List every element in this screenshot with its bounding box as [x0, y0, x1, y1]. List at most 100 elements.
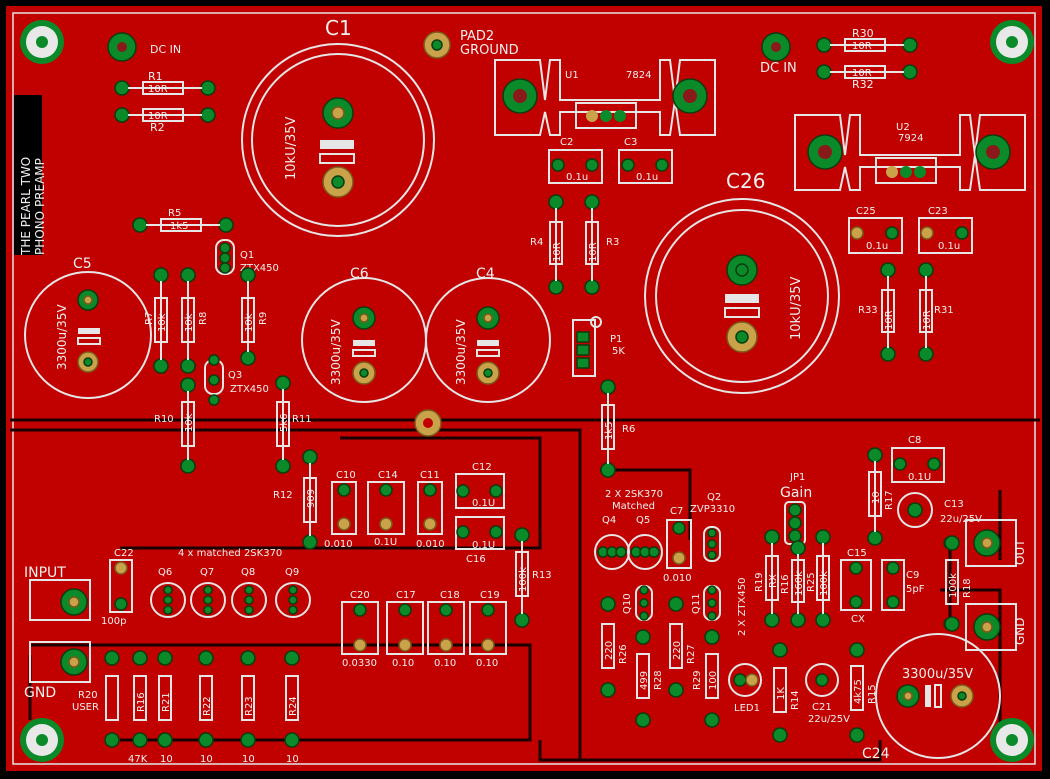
- svg-text:Q9: Q9: [285, 567, 299, 578]
- resistor-r5: R5 1k5: [132, 208, 234, 233]
- resistor-r8: R8 10k: [180, 267, 209, 374]
- svg-text:C23: C23: [928, 206, 948, 217]
- svg-text:ZVP3310: ZVP3310: [690, 504, 735, 515]
- capacitor-c21: C21 22u/25V: [805, 663, 850, 725]
- trace-2: [30, 643, 532, 742]
- svg-text:4k75: 4k75: [853, 679, 864, 704]
- svg-text:R31: R31: [934, 305, 954, 316]
- svg-text:0.10: 0.10: [434, 658, 456, 669]
- capacitor-c25: C25 0.1u: [848, 206, 903, 254]
- transistor-q8: Q8: [231, 567, 267, 618]
- svg-text:RX: RX: [768, 574, 779, 588]
- svg-text:1k5: 1k5: [604, 421, 615, 440]
- svg-text:10k: 10k: [184, 413, 195, 432]
- svg-text:R30: R30: [852, 27, 874, 40]
- svg-text:R16: R16: [780, 574, 791, 594]
- svg-text:C8: C8: [908, 435, 921, 446]
- svg-text:C6: C6: [350, 266, 369, 282]
- svg-text:Q7: Q7: [200, 567, 214, 578]
- trace-5: [538, 740, 882, 762]
- matched-jfet-pair: 2 X 2SK370 Matched Q2 ZVP3310: [605, 489, 735, 515]
- svg-text:10R: 10R: [852, 41, 872, 52]
- svg-text:160k: 160k: [794, 571, 805, 596]
- resistor-r29: R29 100: [692, 629, 720, 728]
- trimmer-p1: P1 5K: [572, 316, 625, 377]
- svg-text:R19: R19: [754, 572, 765, 592]
- svg-text:10R: 10R: [884, 310, 895, 330]
- resistor-r16b: R16 47K: [128, 650, 148, 765]
- title-line2: PHONO PREAMP: [33, 158, 47, 255]
- svg-text:10R: 10R: [148, 111, 168, 122]
- capacitor-c20: C20 0.0330: [341, 590, 379, 669]
- transistor-q2: [703, 526, 721, 562]
- svg-text:USER: USER: [72, 702, 99, 713]
- svg-text:220: 220: [604, 641, 615, 660]
- svg-text:C10: C10: [336, 470, 356, 481]
- mounting-hole: [990, 718, 1034, 762]
- matched-jfet-quad: 4 x matched 2SK370: [178, 548, 282, 559]
- capacitor-c17: C17 0.10: [386, 590, 424, 669]
- svg-text:1K: 1K: [776, 687, 787, 700]
- capacitor-c12: C12 0.1U: [455, 462, 505, 509]
- svg-text:U2: U2: [896, 122, 910, 133]
- svg-text:22u/25V: 22u/25V: [808, 714, 850, 725]
- svg-text:C16: C16: [466, 554, 486, 565]
- title-line1: THE PEARL TWO: [19, 157, 33, 256]
- svg-text:0.1u: 0.1u: [938, 241, 960, 252]
- svg-text:10: 10: [242, 754, 255, 765]
- svg-text:R16: R16: [136, 692, 147, 712]
- svg-text:DC IN: DC IN: [760, 61, 797, 76]
- resistor-r2: 10R R2: [114, 107, 216, 134]
- transistor-q9: Q9: [275, 567, 311, 618]
- svg-text:0.1U: 0.1U: [374, 537, 397, 548]
- svg-text:R15: R15: [867, 684, 878, 704]
- svg-text:R27: R27: [686, 644, 697, 664]
- svg-text:4 x matched 2SK370: 4 x matched 2SK370: [178, 548, 282, 559]
- svg-text:C11: C11: [420, 470, 440, 481]
- svg-text:100: 100: [708, 671, 719, 690]
- capacitor-c13: C13 22u/25V: [897, 492, 982, 528]
- resistor-r32: 10R R32: [816, 64, 918, 91]
- capacitor-c9: C9 5pF: [881, 559, 925, 611]
- svg-text:C20: C20: [350, 590, 370, 601]
- trace-1: [120, 436, 542, 550]
- svg-text:INPUT: INPUT: [24, 565, 66, 581]
- svg-text:GND: GND: [1013, 617, 1027, 645]
- svg-text:C21: C21: [812, 702, 832, 713]
- svg-text:0.10: 0.10: [392, 658, 414, 669]
- svg-text:1k5: 1k5: [170, 221, 189, 232]
- svg-text:R8: R8: [198, 312, 209, 325]
- transistor-q11: Q11 2 X ZTX450: [691, 578, 748, 636]
- svg-text:DC IN: DC IN: [150, 43, 181, 56]
- transistor-q4: Q4: [594, 515, 630, 570]
- capacitor-c26: C26 10kU/35V: [644, 169, 840, 394]
- svg-text:C14: C14: [378, 470, 398, 481]
- capacitor-c10: C10 0.010: [324, 470, 357, 550]
- svg-text:10R: 10R: [588, 242, 599, 262]
- svg-text:R12: R12: [273, 490, 293, 501]
- capacitor-c6: C6 3300u/35V: [301, 266, 427, 403]
- ground-pad: [414, 409, 442, 437]
- svg-text:C17: C17: [396, 590, 416, 601]
- resistor-r16: R16 160k: [780, 540, 806, 628]
- capacitor-c3: C3 0.1u: [618, 137, 673, 184]
- resistor-r33: R33 10R: [858, 262, 896, 362]
- resistor-r24: R24 10: [284, 650, 300, 765]
- svg-text:0.1U: 0.1U: [472, 540, 495, 551]
- svg-text:100k: 100k: [819, 571, 830, 596]
- transistor-q10: Q10: [622, 585, 653, 621]
- transistor-q1: Q1 ZTX450: [215, 239, 279, 275]
- svg-text:0.010: 0.010: [416, 539, 445, 550]
- svg-text:R20: R20: [78, 690, 98, 701]
- dc-in-left: DC IN: [107, 32, 181, 62]
- svg-text:3300u/35V: 3300u/35V: [329, 319, 343, 385]
- input-connector: INPUT: [24, 565, 91, 621]
- gnd-connector-left: GND: [24, 641, 91, 701]
- regulator-u2: U2 7924: [794, 114, 1026, 191]
- svg-text:10kU/35V: 10kU/35V: [789, 276, 804, 340]
- svg-text:0.1U: 0.1U: [472, 498, 495, 509]
- svg-text:R33: R33: [858, 305, 878, 316]
- svg-text:C19: C19: [480, 590, 500, 601]
- svg-text:R29: R29: [692, 670, 703, 690]
- svg-text:R6: R6: [622, 424, 635, 435]
